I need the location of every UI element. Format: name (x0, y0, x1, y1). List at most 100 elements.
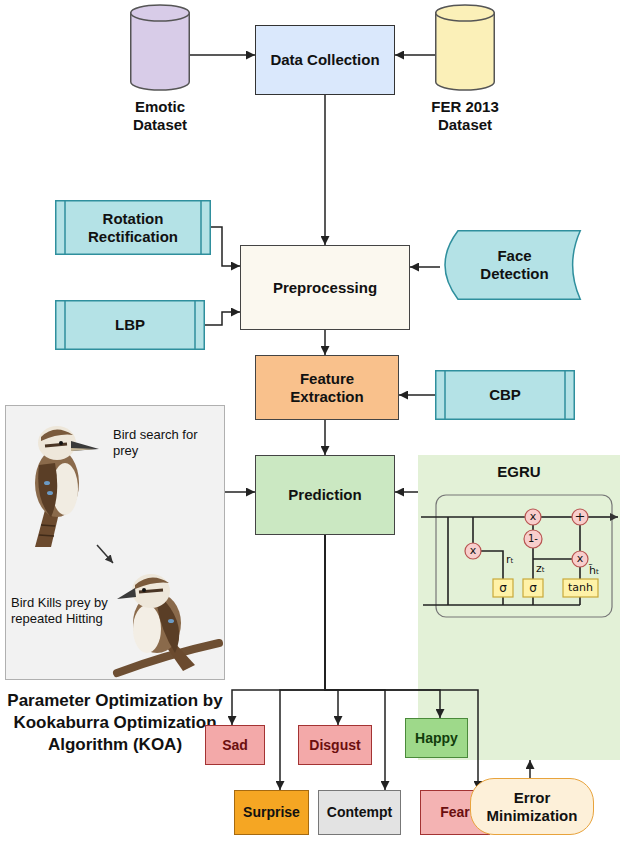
process-box: Data Collection (255, 25, 395, 95)
method-box: Rotation Rectification (55, 200, 211, 255)
kookaburra-bird (133, 605, 161, 653)
gru-wire (503, 597, 580, 605)
predefined-process-outline (65, 201, 201, 255)
predefined-process-outline (56, 201, 211, 255)
database-cylinder-outline (131, 13, 190, 90)
gru-operator (572, 509, 588, 525)
kookaburra-bird (59, 441, 63, 445)
kookaburra-bird (47, 491, 53, 495)
database-cylinder-outline (131, 5, 190, 21)
kookaburra-bird (71, 448, 95, 451)
dataset-label: FER 2013 Dataset (415, 98, 515, 134)
gru-symbol: x (465, 544, 481, 557)
kookaburra-bird (39, 525, 55, 536)
box-label: Feature Extraction (262, 370, 392, 406)
connector-arrow (324, 420, 326, 455)
sequence-arrow (97, 545, 113, 563)
kookaburra-bird (157, 601, 179, 653)
database-cylinder-outline (436, 13, 495, 90)
box-label: Preprocessing (273, 279, 377, 297)
gru-operator (524, 530, 542, 548)
gru-symbol: x (572, 552, 588, 565)
kookaburra-bird (35, 426, 99, 547)
kookaburra-bird (44, 481, 50, 485)
connector-arrow (211, 227, 240, 266)
emotion-box: Disgust (298, 725, 372, 765)
illustration-panel (6, 406, 225, 680)
kookaburra-bird (117, 574, 219, 673)
connector-arrow (395, 491, 418, 493)
connector-arrow (324, 330, 326, 355)
database-cylinder-outline (436, 5, 495, 21)
connector-arrow (399, 394, 435, 396)
box-label: Error Minimization (477, 789, 587, 825)
connector-arrow (205, 312, 240, 325)
dataset-cylinder: Emotic Dataset (130, 5, 190, 90)
process-box: Preprocessing (240, 245, 410, 330)
gru-cell-illustration (418, 455, 620, 760)
connector-arrow (232, 535, 325, 725)
gru-wire (421, 517, 618, 605)
gru-symbol: σ (493, 580, 513, 596)
stored-data-outline (445, 231, 580, 300)
kookaburra-illustration (6, 406, 225, 680)
caption-text: Bird Kills prey by repeated Hitting (11, 595, 111, 626)
gru-gate (493, 579, 598, 597)
gru-operator (465, 509, 588, 567)
gru-cell-outline (436, 495, 612, 617)
gru-symbol: x (525, 510, 541, 523)
gru-gate (523, 579, 543, 597)
kookaburra-bird (41, 429, 73, 441)
gru-symbol: EGRU (418, 463, 620, 481)
box-label: Sad (222, 737, 248, 754)
gru-symbol: σ (523, 580, 543, 596)
gru-wire (447, 517, 449, 605)
kookaburra-bird (117, 588, 136, 599)
egru-panel-ground (418, 455, 620, 760)
gru-wire (588, 516, 618, 518)
gru-wire (532, 548, 534, 579)
process-box: Prediction (255, 455, 395, 535)
process-box: Feature Extraction (255, 355, 399, 420)
connector-arrow (410, 266, 440, 268)
database-cylinder-outline (130, 5, 190, 90)
box-label: Data Collection (270, 51, 379, 69)
gru-symbol: 1- (523, 532, 543, 545)
caption-text: Bird search for prey (113, 427, 198, 458)
emotion-box: Surprise (234, 790, 309, 835)
connector-arrow (529, 760, 531, 778)
predefined-process-outline (445, 371, 565, 420)
database-cylinder-outline (435, 5, 495, 90)
gru-symbol: + (572, 509, 588, 524)
kookaburra-bird (168, 619, 174, 623)
box-label: Contempt (327, 804, 392, 821)
connector-arrow (395, 54, 435, 56)
box-label: Disgust (309, 737, 360, 754)
connector-arrow (225, 491, 255, 493)
terminal-box: Error Minimization (470, 778, 594, 835)
gru-operator (465, 543, 481, 559)
gru-symbol: tanh (563, 581, 598, 595)
predefined-process-outline (56, 301, 205, 350)
box-label: CBP (489, 386, 521, 404)
connector-arrow (324, 95, 326, 245)
gru-operator (572, 551, 588, 567)
gru-wire (423, 604, 580, 606)
gru-gate (563, 579, 598, 597)
gru-symbol: h̃ₜ (589, 563, 609, 578)
illustration-panel: Bird search for preyBird Kills prey by r… (5, 405, 225, 680)
kookaburra-bird (132, 574, 170, 608)
emotion-box: Happy (405, 718, 468, 758)
gru-wire (579, 525, 581, 551)
kookaburra-bird (71, 441, 99, 451)
method-shape: Face Detection (440, 230, 581, 300)
kookaburra-bird (38, 463, 57, 517)
gru-wire (579, 567, 581, 579)
gru-wire (533, 558, 572, 560)
gru-operator (525, 509, 541, 525)
kookaburra-bird (45, 444, 67, 446)
dataset-label: Emotic Dataset (110, 98, 210, 134)
kookaburra-bird (142, 588, 146, 592)
predefined-process-outline (65, 301, 195, 350)
